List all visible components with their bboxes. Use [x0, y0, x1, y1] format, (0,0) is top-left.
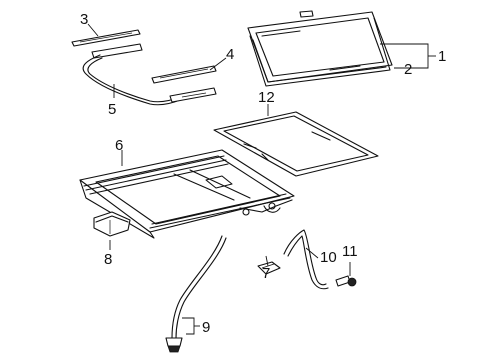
sunroof-housing-frame — [79, 149, 295, 239]
callout-12: 12 — [258, 89, 275, 106]
callout-4: 4 — [226, 46, 234, 63]
callout-3: 3 — [80, 11, 88, 28]
callout-1: 1 — [438, 48, 446, 65]
rail-trim — [71, 29, 141, 47]
leader-lines — [87, 23, 436, 335]
sunshade — [213, 111, 379, 177]
callout-9: 9 — [202, 319, 210, 336]
glass-panel-assembly — [247, 10, 393, 83]
drive-cable-assembly — [82, 43, 217, 106]
callout-7: 7 — [262, 265, 270, 282]
callout-2: 2 — [404, 61, 412, 78]
callout-10: 10 — [320, 249, 337, 266]
callout-8: 8 — [104, 251, 112, 268]
callout-11: 11 — [342, 243, 358, 260]
sunroof-motor — [93, 211, 131, 237]
front-drain-hose — [165, 235, 227, 353]
callout-6: 6 — [115, 137, 123, 154]
rail-trim-right — [151, 65, 217, 84]
grommet-bolt — [335, 275, 357, 287]
callout-5: 5 — [108, 101, 116, 118]
